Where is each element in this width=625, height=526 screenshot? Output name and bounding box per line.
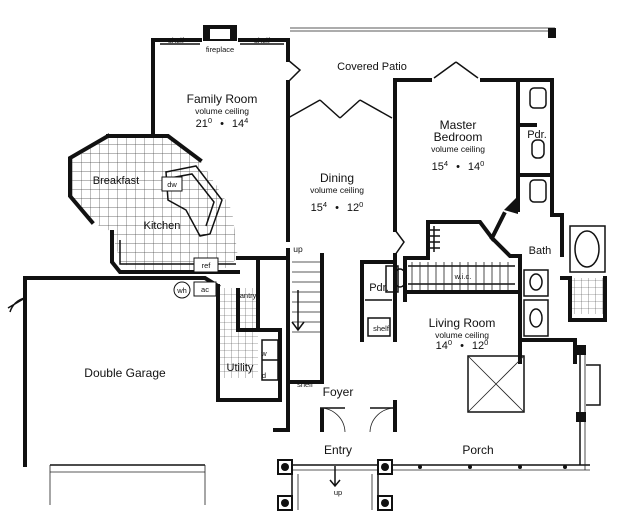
- family-room-ceiling: volume ceiling: [195, 106, 249, 116]
- pdr-upper-label: Pdr.: [527, 129, 547, 141]
- dishwasher-label: dw: [167, 180, 177, 189]
- shelf-left-label: shelf: [168, 36, 185, 45]
- covered-patio-label: Covered Patio: [337, 61, 407, 73]
- master-bedroom-name-2: Bedroom: [434, 130, 483, 144]
- master-bedroom-dims: 154•140: [432, 159, 485, 173]
- living-room-name: Living Room: [429, 316, 496, 330]
- walls: [7, 25, 607, 511]
- living-room-ceiling: volume ceiling: [435, 330, 489, 340]
- foyer-label: Foyer: [323, 385, 354, 399]
- family-room-name: Family Room: [187, 92, 258, 106]
- ref-label: ref: [202, 261, 212, 270]
- dryer-label: d: [262, 371, 266, 380]
- bath-label: Bath: [529, 245, 552, 257]
- shelf-right-label: shelf: [254, 36, 271, 45]
- ac-label: ac: [201, 285, 209, 294]
- washer-label: w: [260, 349, 267, 358]
- master-bedroom-name-1: Master: [440, 118, 477, 132]
- dining-dims: 154•120: [311, 200, 364, 214]
- entry-label: Entry: [324, 443, 352, 457]
- wic-label: w.i.c.: [454, 272, 472, 281]
- kitchen-label: Kitchen: [144, 220, 181, 232]
- pantry-label: pantry: [236, 291, 257, 300]
- water-heater-label: wh: [176, 286, 187, 295]
- entry-up-label: up: [334, 488, 342, 497]
- family-room-dims: 210•144: [196, 116, 249, 130]
- shelf-mid-label: shelf: [373, 324, 390, 333]
- fireplace-label: fireplace: [206, 45, 234, 54]
- master-bedroom-ceiling: volume ceiling: [431, 144, 485, 154]
- tile-floors: [70, 136, 604, 378]
- living-room-dims: 140•120: [436, 338, 489, 352]
- stair-up-label: up: [293, 244, 303, 254]
- dining-ceiling: volume ceiling: [310, 185, 364, 195]
- porch-label: Porch: [462, 443, 493, 457]
- double-garage-label: Double Garage: [84, 366, 166, 380]
- pdr-lower-label: Pdr.: [369, 282, 389, 294]
- room-labels: Covered Patio fireplace shelf shelf Fami…: [84, 36, 551, 497]
- dining-name: Dining: [320, 171, 354, 185]
- shelf-foyer-label: shelf: [297, 380, 314, 389]
- breakfast-label: Breakfast: [93, 175, 139, 187]
- utility-label: Utility: [227, 362, 254, 374]
